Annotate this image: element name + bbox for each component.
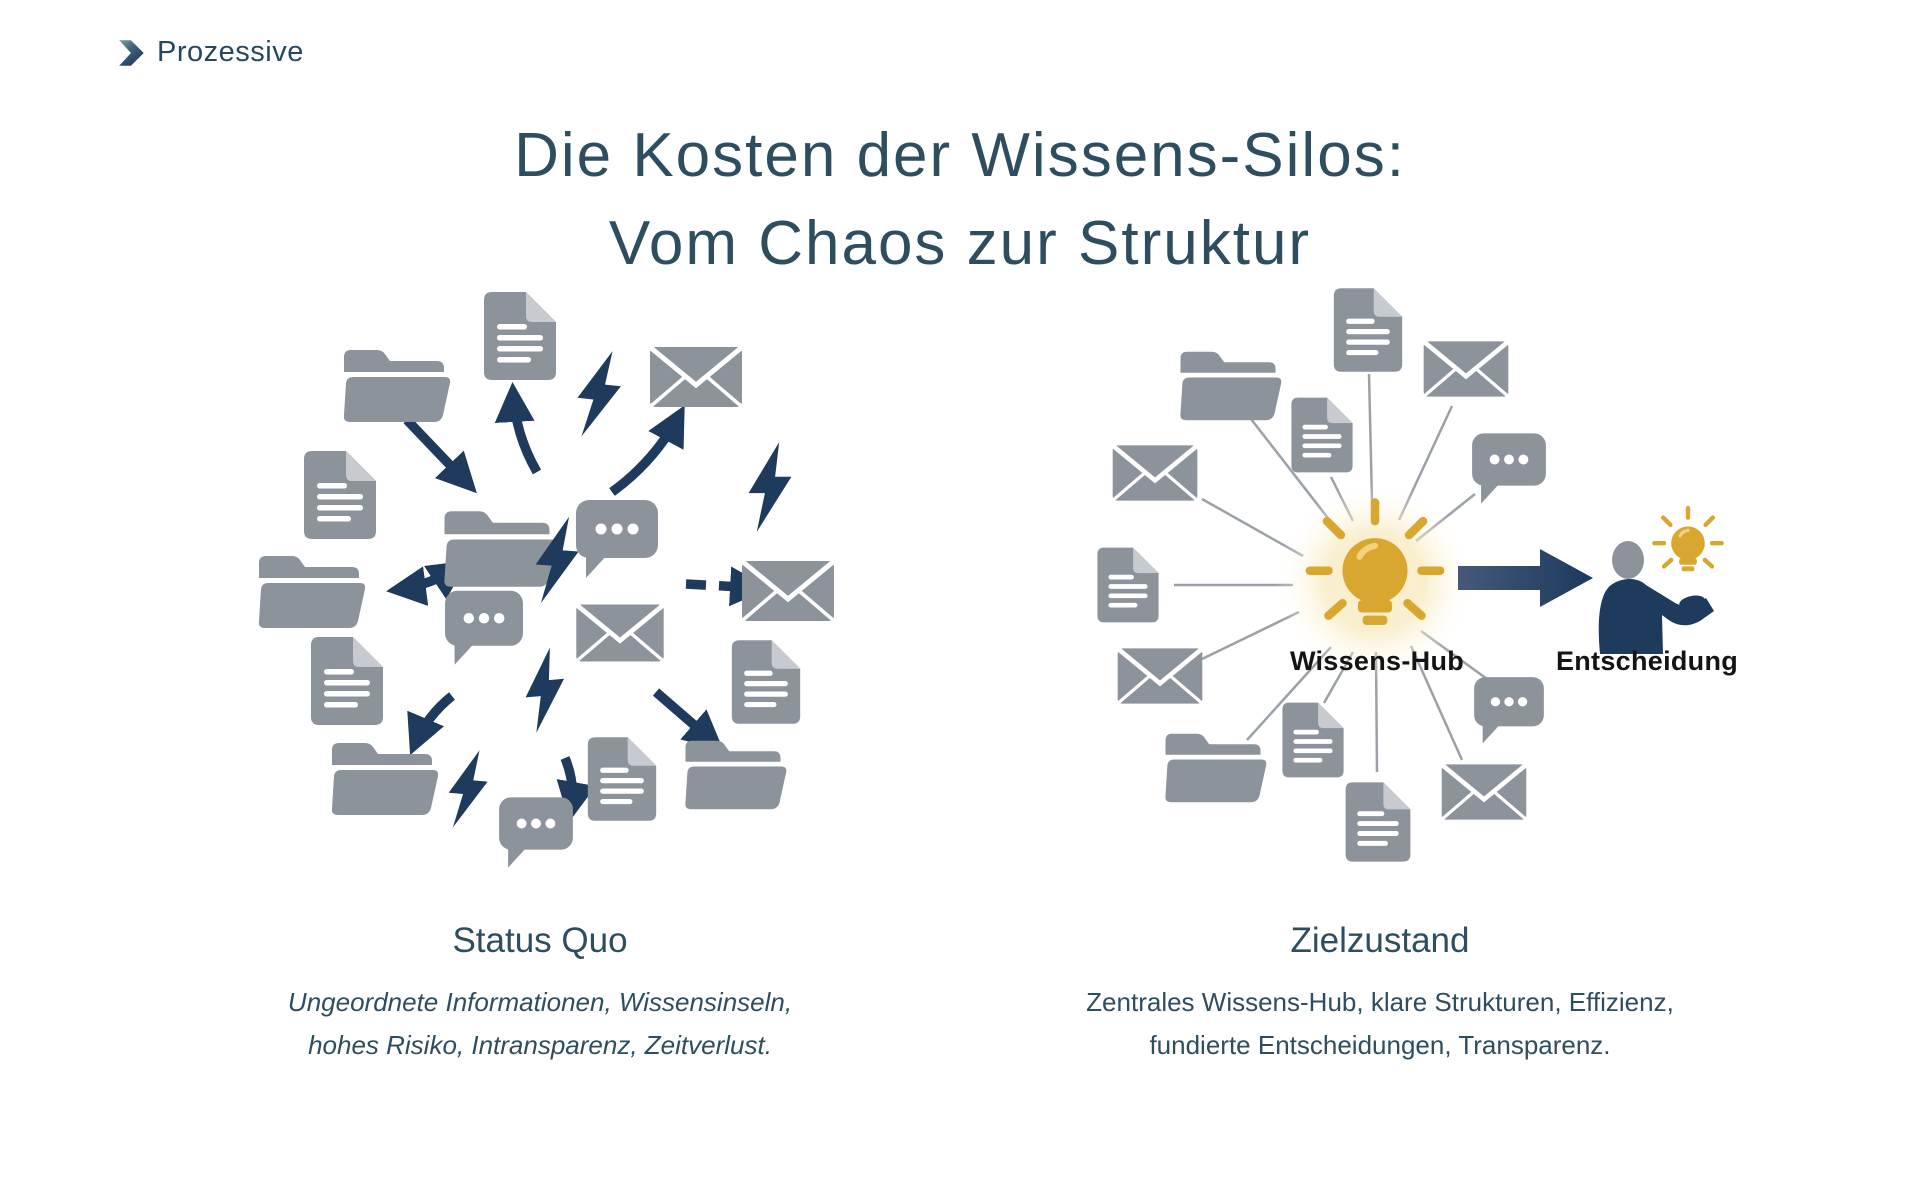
speech-bubble-icon — [1474, 677, 1544, 744]
hub-spoke-line — [1415, 493, 1476, 542]
document-icon — [1291, 397, 1353, 473]
hub-bulb-icon — [1310, 503, 1440, 625]
lightning-bolt-icon — [573, 348, 625, 440]
speech-bubble-icon — [445, 590, 523, 665]
envelope-icon — [742, 561, 834, 621]
status-quo-heading: Status Quo — [452, 921, 628, 960]
speech-bubble-icon — [499, 797, 573, 868]
open-folder-icon — [685, 740, 787, 810]
envelope-icon — [1118, 648, 1203, 703]
slide-title-line1: Die Kosten der Wissens-Silos: — [514, 121, 1406, 190]
hub-spoke-line — [1250, 418, 1332, 523]
envelope-icon — [650, 347, 742, 407]
envelope-icon — [1442, 764, 1527, 819]
insight-bulb-icon — [1654, 508, 1721, 571]
lightning-bolt-icon — [532, 514, 582, 606]
logo-chevron-icon — [119, 39, 144, 66]
zielzustand-panel: Zielzustand Zentrales Wissens-Hub, klare… — [980, 921, 1780, 1067]
hub-spoke-line — [1201, 610, 1300, 661]
person-icon — [1598, 508, 1722, 654]
open-folder-icon — [343, 350, 451, 422]
speech-bubble-icon — [576, 500, 658, 578]
document-icon — [1345, 782, 1411, 862]
lightning-bolt-icon — [445, 747, 491, 831]
entscheidung-label: Entscheidung — [1555, 646, 1739, 676]
document-icon — [304, 451, 376, 539]
envelope-icon — [1113, 445, 1198, 500]
connection-arrow-icon — [403, 416, 477, 494]
zielzustand-caption-line1: Zentrales Wissens-Hub, klare Strukturen,… — [1086, 987, 1674, 1017]
envelope-icon — [1424, 341, 1509, 396]
open-folder-icon — [444, 511, 556, 587]
hub-spoke-line — [1329, 476, 1355, 522]
hub-spoke-line — [1397, 405, 1454, 521]
logo-wordmark: Prozessive — [157, 36, 304, 68]
connection-arrow-icon — [609, 405, 685, 496]
open-folder-icon — [1180, 351, 1282, 421]
structure-icons — [1097, 288, 1546, 862]
document-icon — [731, 640, 801, 724]
slide-title: Die Kosten der Wissens-Silos: Vom Chaos … — [0, 112, 1920, 288]
hub-spoke-line — [1201, 497, 1304, 558]
document-icon — [1282, 702, 1344, 778]
document-icon — [1333, 288, 1403, 372]
lightning-bolt-icon — [748, 442, 792, 532]
document-icon — [587, 737, 657, 821]
open-folder-icon — [1165, 733, 1267, 803]
connection-arrow-icon — [556, 756, 596, 822]
zielzustand-caption-line2: fundierte Entscheidungen, Transparenz. — [1149, 1030, 1611, 1060]
envelope-icon — [576, 605, 663, 662]
status-quo-caption-line2: hohes Risiko, Intransparenz, Zeitverlust… — [308, 1030, 772, 1060]
connection-arrow-icon — [494, 382, 542, 475]
status-quo-panel: Status Quo Ungeordnete Informationen, Wi… — [140, 921, 940, 1067]
logo: Prozessive — [116, 36, 304, 69]
document-icon — [311, 637, 383, 725]
wissens-hub-label: Wissens-Hub — [1289, 646, 1465, 676]
status-quo-caption-line1: Ungeordnete Informationen, Wissensinseln… — [287, 987, 793, 1017]
connection-arrow-icon — [652, 688, 724, 751]
connection-arrow-icon — [386, 560, 469, 606]
zielzustand-heading: Zielzustand — [1290, 921, 1470, 960]
lightning-bolt-icon — [521, 646, 569, 734]
open-folder-icon — [331, 743, 439, 815]
hub-to-decision-arrow-icon — [1458, 549, 1593, 607]
document-icon — [484, 292, 556, 380]
hub-spokes — [1174, 373, 1488, 773]
open-folder-icon — [258, 556, 366, 628]
chaos-diagram — [258, 292, 900, 868]
hub-spoke-line — [1367, 373, 1374, 503]
connection-arrow-icon — [407, 692, 456, 756]
document-icon — [1097, 547, 1159, 623]
structure-diagram — [1097, 288, 1760, 862]
connection-arrow-icon — [685, 566, 770, 607]
speech-bubble-icon — [1472, 433, 1546, 504]
slide-title-line2: Vom Chaos zur Struktur — [608, 209, 1312, 278]
